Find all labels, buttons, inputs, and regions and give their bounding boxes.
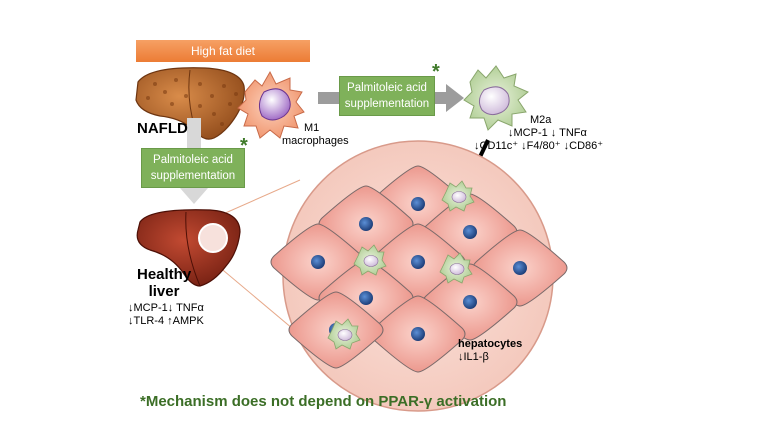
healthy-liver-line1: Healthy <box>137 266 192 283</box>
hepatocyte-nucleus <box>463 225 477 239</box>
hepatocyte-nucleus <box>463 295 477 309</box>
healthy-liver-title: Healthy liver <box>137 266 191 300</box>
healthy-liver-image <box>136 209 241 287</box>
hepatocyte-nucleus <box>359 217 373 231</box>
m1-label: M1 macrophages <box>282 122 349 148</box>
healthy-liver-marker-2: ↓TLR-4 ↑AMPK <box>128 315 204 327</box>
supplementation-box-top: Palmitoleic acid supplementation <box>339 76 435 116</box>
high-fat-diet-banner: High fat diet <box>136 40 310 62</box>
m2a-markers-2: ↓CD11c⁺ ↓F4/80⁺ ↓CD86⁺ <box>474 140 604 152</box>
tissue-macrophage <box>441 180 475 212</box>
m2a-labels: M2a ↓MCP-1 ↓ TNFα ↓CD11c⁺ ↓F4/80⁺ ↓CD86⁺ <box>474 114 603 153</box>
m1-subtitle: macrophages <box>282 135 349 147</box>
healthy-liver-line2: liver <box>148 283 180 300</box>
hepatocytes-label: hepatocytes <box>458 338 523 350</box>
tissue-macrophages <box>327 180 475 350</box>
m1-title: M1 <box>304 122 320 134</box>
tissue-macrophage <box>327 318 361 350</box>
tissue-macrophage <box>353 244 387 276</box>
m2a-markers-1: ↓MCP-1 ↓ TNFα <box>508 127 587 139</box>
asterisk-left: * <box>240 135 248 157</box>
hepatocyte-cells <box>270 165 568 373</box>
m1-macrophage-image <box>237 70 305 139</box>
supplementation-left-line1: Palmitoleic acid <box>153 154 233 166</box>
hepatocytes-marker: ↓IL1-β <box>458 351 489 363</box>
m2a-macrophage-image <box>463 65 529 131</box>
asterisk-top: * <box>432 61 440 83</box>
m2a-title: M2a <box>530 114 552 126</box>
hepatocyte-nucleus <box>411 327 425 341</box>
healthy-liver-markers: ↓MCP-1↓ TNFα ↓TLR-4 ↑AMPK <box>128 302 204 328</box>
hepatocyte-nucleus <box>359 291 373 305</box>
hepatocyte-nucleus <box>411 255 425 269</box>
high-fat-diet-label: High fat diet <box>190 44 256 58</box>
footer-note: *Mechanism does not depend on PPAR-γ act… <box>140 393 507 410</box>
hepatocyte-nucleus <box>411 197 425 211</box>
supplementation-box-left: Palmitoleic acid supplementation <box>141 148 245 188</box>
supplementation-left-line2: supplementation <box>150 170 236 182</box>
hepatocytes-labels: hepatocytes ↓IL1-β <box>458 338 522 364</box>
healthy-liver-marker-1: ↓MCP-1↓ TNFα <box>128 302 204 314</box>
nafld-label: NAFLD <box>137 120 188 137</box>
hepatocyte-nucleus <box>513 261 527 275</box>
supplementation-top-line1: Palmitoleic acid <box>347 82 427 94</box>
tissue-macrophage <box>439 252 473 284</box>
supplementation-top-line2: supplementation <box>344 98 430 110</box>
hepatocyte-nucleus <box>311 255 325 269</box>
